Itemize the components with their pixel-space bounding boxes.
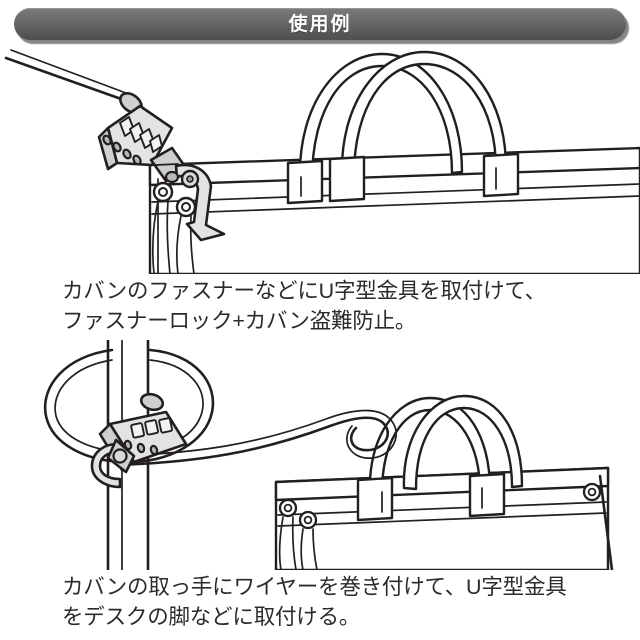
header-banner-bar: 使用例 <box>14 8 626 40</box>
u-shaped-hook <box>90 438 136 489</box>
lock-side-dials <box>102 134 142 166</box>
bag-handles <box>286 50 520 205</box>
tote-bag <box>274 466 614 570</box>
wire-cable <box>4 49 127 102</box>
bag-handles <box>356 394 524 522</box>
lock-side-dials <box>123 439 159 456</box>
bag-zipper-u-hook-illustration <box>0 44 640 274</box>
tote-bag <box>148 146 640 274</box>
caption-example-2: カバンの取っ手にワイヤーを巻き付けて、U字型金具 をデスクの脚などに取付ける。 <box>62 575 567 629</box>
zipper-pull-rings <box>278 482 602 570</box>
lock-dials <box>119 116 163 153</box>
header-title: 使用例 <box>288 13 352 35</box>
header-banner: 使用例 <box>14 8 629 44</box>
lock-dials <box>130 417 173 439</box>
wire-cable <box>116 409 397 467</box>
caption-example-1: カバンのファスナーなどにU字型金具を取付けて、 ファスナーロック+カバン盗難防止… <box>62 279 546 333</box>
u-shaped-hook <box>164 163 226 242</box>
desk-leg-wire-wrap-illustration <box>0 340 640 570</box>
combination-lock-body <box>97 91 188 183</box>
